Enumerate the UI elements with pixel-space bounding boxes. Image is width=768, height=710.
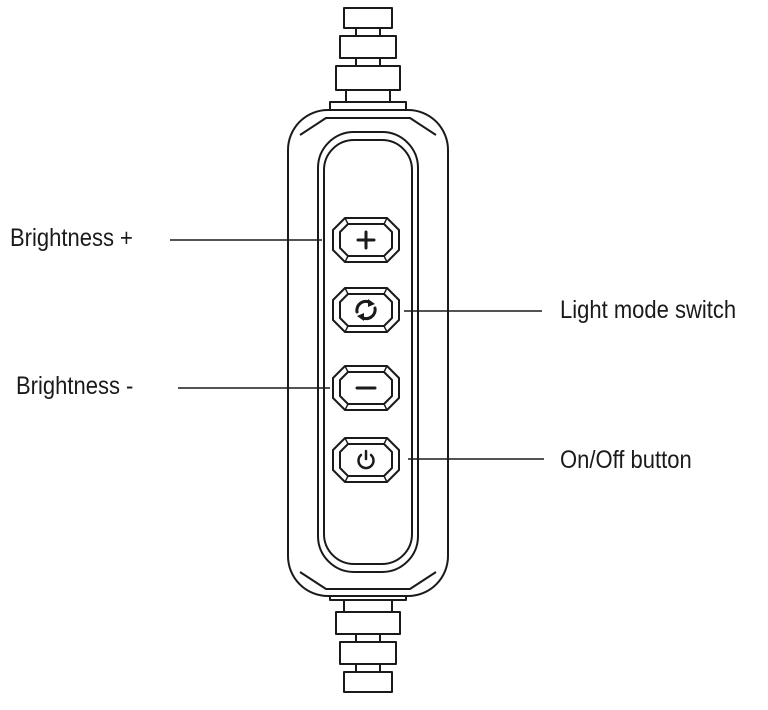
top-cable: [329, 7, 407, 117]
label-brightness-minus: Brightness -: [16, 372, 134, 400]
label-on-off-button: On/Off button: [560, 446, 692, 474]
cycle-arrows-icon: [355, 299, 377, 321]
label-brightness-plus: Brightness +: [10, 224, 133, 252]
on-off-button[interactable]: [332, 437, 400, 483]
bottom-cable: [329, 587, 407, 693]
button-face: [339, 293, 393, 327]
light-mode-switch-button[interactable]: [332, 287, 400, 333]
brightness-plus-button[interactable]: [332, 217, 400, 263]
plus-icon: [356, 230, 376, 250]
power-icon: [357, 449, 375, 470]
label-light-mode-switch: Light mode switch: [560, 296, 737, 324]
controller-body: [287, 109, 449, 597]
brightness-minus-button[interactable]: [332, 365, 400, 411]
